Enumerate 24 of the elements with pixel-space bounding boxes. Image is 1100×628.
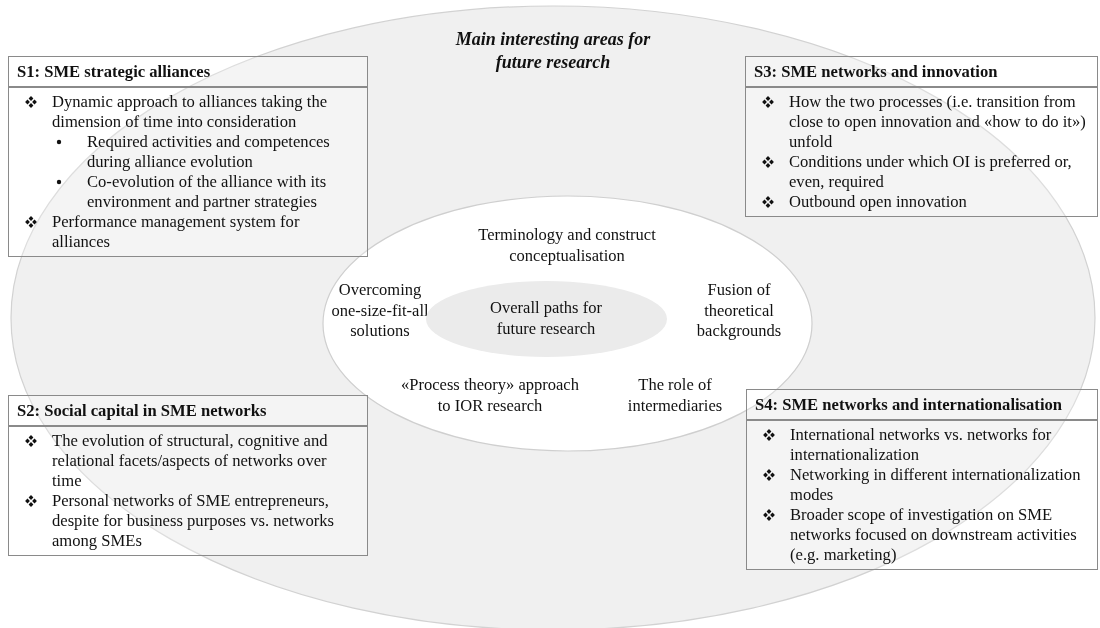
region-title: Main interesting areas for future research bbox=[454, 28, 652, 74]
list-item-text: Broader scope of investigation on SME networks focused on downstream activities (e.g. marketing) bbox=[790, 505, 1078, 565]
list-item-text: Conditions under which OI is preferred or, even, required bbox=[789, 152, 1073, 192]
box-heading: S2: Social capital in SME networks bbox=[9, 396, 367, 427]
region-text: Terminology and construct conceptualisation bbox=[477, 225, 657, 266]
list-item-text: How the two processes (i.e. transition from close to open innovation and «how to do it») unfold bbox=[789, 92, 1087, 152]
list-item-text: International networks vs. networks for internationalization bbox=[790, 425, 1053, 465]
list-item-text: Networking in different internationalization modes bbox=[790, 465, 1082, 505]
list-item-text: Co-evolution of the alliance with its environment and partner strategies bbox=[87, 172, 328, 212]
list-item-text: Dynamic approach to alliances taking the dimension of time into consideration bbox=[52, 92, 329, 132]
ellipse-region bbox=[10, 5, 1096, 628]
region-text: Fusion of theoretical backgrounds bbox=[695, 280, 783, 342]
region-text: Overcoming one-size-fit-all solutions bbox=[330, 280, 430, 342]
list-item-text: Required activities and competences during alliance evolution bbox=[87, 132, 331, 172]
list-item-text: Performance management system for alliances bbox=[52, 212, 301, 252]
region-text: «Process theory» approach to IOR research bbox=[401, 375, 579, 416]
box-heading: S1: SME strategic alliances bbox=[9, 57, 367, 88]
list-item-text: Personal networks of SME entrepreneurs, despite for business purposes vs. networks among SMEs bbox=[52, 491, 336, 551]
region-text: Overall paths for future research bbox=[489, 298, 603, 339]
box-heading: S4: SME networks and internationalisation bbox=[747, 390, 1097, 421]
region-text: The role of intermediaries bbox=[626, 375, 724, 416]
box-heading: S3: SME networks and innovation bbox=[746, 57, 1097, 88]
list-item-text: The evolution of structural, cognitive and relational facets/aspects of networks over time bbox=[52, 431, 329, 491]
list-item-text: Outbound open innovation bbox=[789, 192, 968, 212]
